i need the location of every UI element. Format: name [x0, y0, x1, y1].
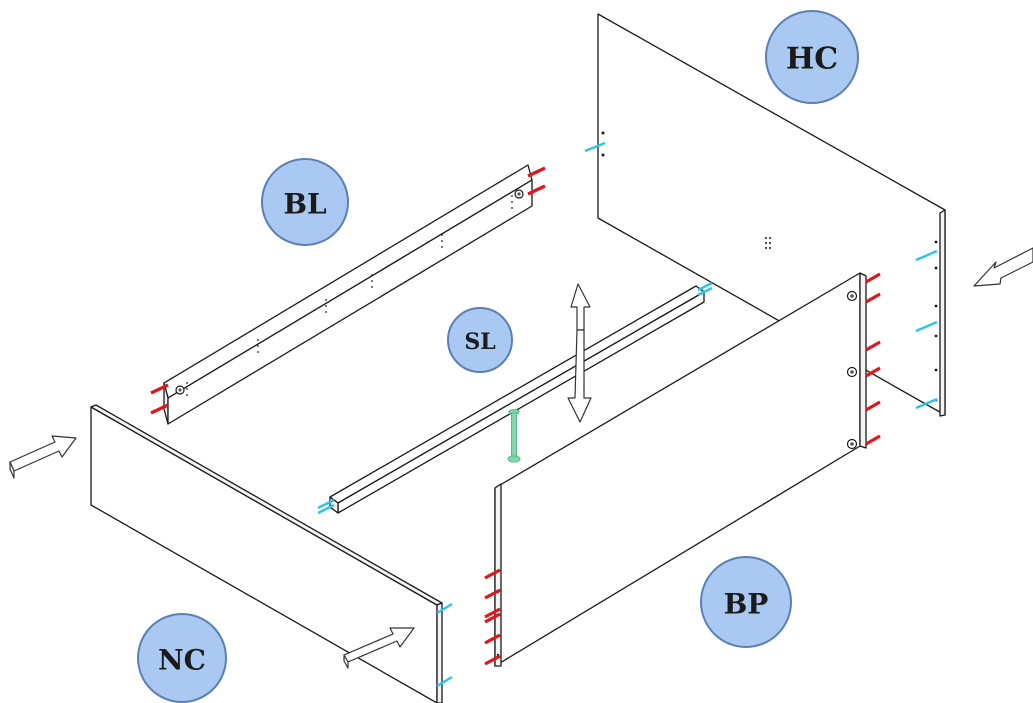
- arrow-bottom-icon: [343, 627, 415, 669]
- label-bl-text: BL: [283, 188, 327, 221]
- panel-bp: [484, 272, 881, 667]
- arrow-right-icon: [973, 247, 1033, 287]
- label-hc: HC: [765, 10, 859, 104]
- label-hc-text: HC: [786, 42, 838, 77]
- label-sl-text: SL: [464, 329, 495, 355]
- vertical-double-arrow-icon: [567, 283, 592, 423]
- screw: [507, 409, 521, 463]
- arrow-left-icon: [9, 435, 77, 479]
- label-nc-text: NC: [158, 644, 206, 677]
- label-nc: NC: [137, 613, 227, 703]
- label-sl: SL: [447, 307, 513, 373]
- label-bp-text: BP: [724, 588, 769, 621]
- panel-bl: [150, 164, 546, 425]
- label-bp: BP: [700, 556, 792, 648]
- panel-sl: [317, 281, 713, 515]
- panel-nc: [90, 404, 453, 703]
- label-bl: BL: [261, 158, 349, 246]
